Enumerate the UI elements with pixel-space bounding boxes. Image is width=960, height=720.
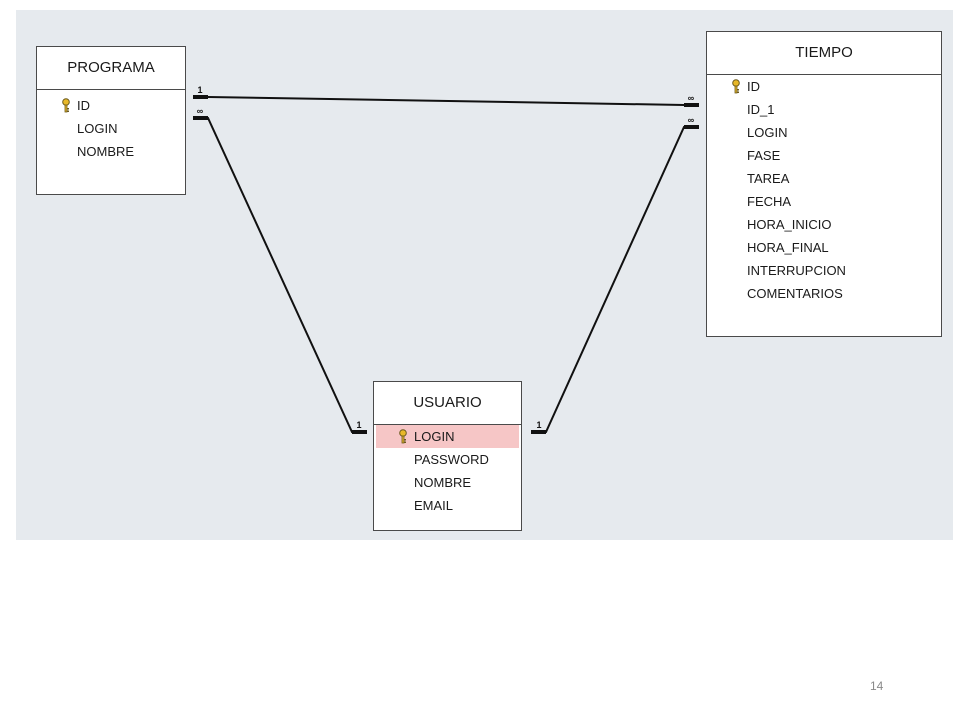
field-row[interactable]: FECHA (707, 190, 941, 213)
field-name: LOGIN (77, 121, 118, 136)
field-row-selected[interactable]: LOGIN (376, 425, 519, 448)
field-name: LOGIN (414, 429, 455, 444)
field-row[interactable]: INTERRUPCION (707, 259, 941, 282)
field-name: NOMBRE (77, 144, 135, 159)
cardinality-many-label: ∞ (197, 106, 204, 116)
field-name: NOMBRE (414, 475, 472, 490)
field-name: FECHA (747, 194, 792, 209)
table-title: PROGRAMA (37, 47, 185, 90)
field-row[interactable]: NOMBRE (374, 471, 521, 494)
field-name: HORA_FINAL (747, 240, 829, 255)
field-row[interactable]: EMAIL (374, 494, 521, 517)
cardinality-one-label: 1 (536, 420, 541, 430)
field-name: TAREA (747, 171, 790, 186)
field-row[interactable]: PASSWORD (374, 448, 521, 471)
field-row[interactable]: ID (707, 75, 941, 98)
cardinality-one-label: 1 (356, 420, 361, 430)
primary-key-icon (732, 79, 740, 94)
field-name: PASSWORD (414, 452, 489, 467)
field-list: ID ID_1 LOGIN FASE TAREA FECHA HORA_INIC… (707, 75, 941, 305)
field-row[interactable]: ID (37, 94, 185, 117)
field-row[interactable]: COMENTARIOS (707, 282, 941, 305)
field-name: LOGIN (747, 125, 788, 140)
cardinality-many-label: ∞ (688, 93, 695, 103)
field-name: HORA_INICIO (747, 217, 832, 232)
table-tiempo[interactable]: TIEMPO ID ID_1 LOGIN FASE TAREA FECHA HO… (706, 31, 942, 337)
field-name: INTERRUPCION (747, 263, 846, 278)
field-name: EMAIL (414, 498, 454, 513)
relationship-usuario-programa[interactable]: 1 ∞ (193, 106, 367, 434)
field-row[interactable]: HORA_INICIO (707, 213, 941, 236)
field-name: ID (77, 98, 90, 113)
table-usuario[interactable]: USUARIO LOGIN PASSWORD NOMBRE EMAIL (373, 381, 522, 531)
field-row[interactable]: LOGIN (37, 117, 185, 140)
field-row[interactable]: FASE (707, 144, 941, 167)
relationship-programa-tiempo[interactable]: 1 ∞ (193, 85, 699, 107)
page-number: 14 (870, 679, 884, 693)
table-title: USUARIO (374, 382, 521, 425)
table-programa[interactable]: PROGRAMA ID LOGIN NOMBRE (36, 46, 186, 195)
cardinality-many-label: ∞ (688, 115, 695, 125)
field-row[interactable]: ID_1 (707, 98, 941, 121)
field-list: LOGIN PASSWORD NOMBRE EMAIL (374, 425, 521, 517)
field-row[interactable]: NOMBRE (37, 140, 185, 163)
field-name: ID (747, 79, 760, 94)
field-name: ID_1 (747, 102, 775, 117)
field-row[interactable]: LOGIN (707, 121, 941, 144)
cardinality-one-label: 1 (197, 85, 202, 95)
field-row[interactable]: HORA_FINAL (707, 236, 941, 259)
field-name: FASE (747, 148, 781, 163)
table-title: TIEMPO (707, 32, 941, 75)
field-name: COMENTARIOS (747, 286, 843, 301)
field-list: ID LOGIN NOMBRE (37, 90, 185, 163)
field-row[interactable]: TAREA (707, 167, 941, 190)
relationship-usuario-tiempo[interactable]: 1 ∞ (531, 115, 699, 434)
primary-key-icon (399, 429, 407, 444)
primary-key-icon (62, 98, 70, 113)
